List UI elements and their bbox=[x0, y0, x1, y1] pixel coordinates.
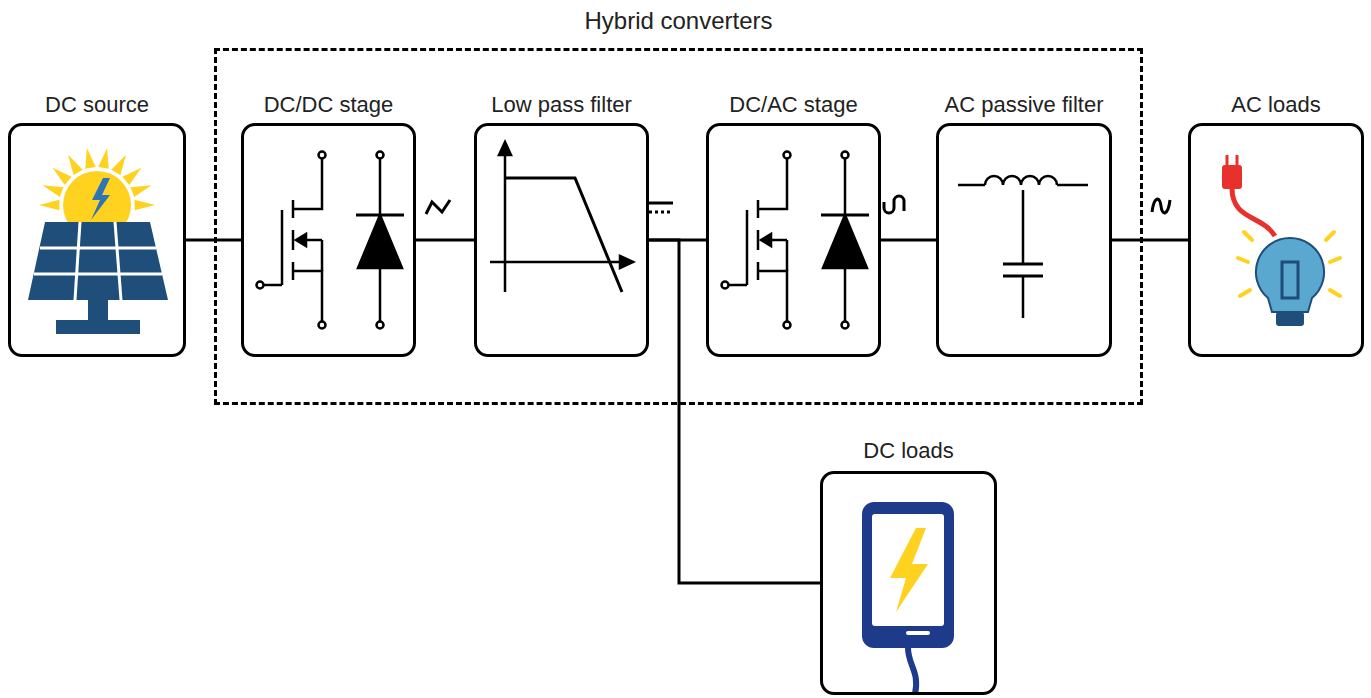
group-box: Hybrid convertersDC/DC stageLow pass fil… bbox=[214, 48, 1143, 405]
box-heading: Low pass filter bbox=[491, 92, 632, 118]
box-heading: DC source bbox=[45, 92, 149, 118]
wire-connector bbox=[416, 240, 474, 241]
filter-box: Low pass filter bbox=[474, 123, 649, 357]
box-heading: DC loads bbox=[863, 438, 953, 464]
source-box: DC source bbox=[8, 123, 186, 357]
waveform-marks bbox=[426, 196, 1170, 214]
stage-box: DC/AC stage bbox=[706, 123, 881, 357]
box-heading: AC loads bbox=[1231, 92, 1320, 118]
box-heading: DC/AC stage bbox=[729, 92, 857, 118]
wire-connector bbox=[881, 240, 936, 241]
box-heading: DC/DC stage bbox=[264, 92, 394, 118]
lc-filter-symbol bbox=[958, 176, 1088, 318]
mosfet-diode-symbol bbox=[257, 152, 405, 329]
stage-box: DC/DC stage bbox=[241, 123, 416, 357]
box-heading: AC passive filter bbox=[945, 92, 1104, 118]
load-box: DC loads bbox=[820, 471, 997, 695]
solar-panel-icon bbox=[28, 148, 168, 334]
group-title: Hybrid converters bbox=[584, 7, 772, 35]
wire-connector bbox=[649, 240, 820, 583]
load-box: AC loads bbox=[1188, 123, 1364, 357]
filter-box: AC passive filter bbox=[936, 123, 1112, 357]
wire-connector bbox=[1112, 240, 1188, 241]
plug-bulb-icon bbox=[1222, 155, 1340, 326]
filter-response-plot bbox=[490, 142, 633, 292]
phone-icon bbox=[862, 502, 954, 694]
mosfet-diode-symbol bbox=[722, 152, 870, 329]
